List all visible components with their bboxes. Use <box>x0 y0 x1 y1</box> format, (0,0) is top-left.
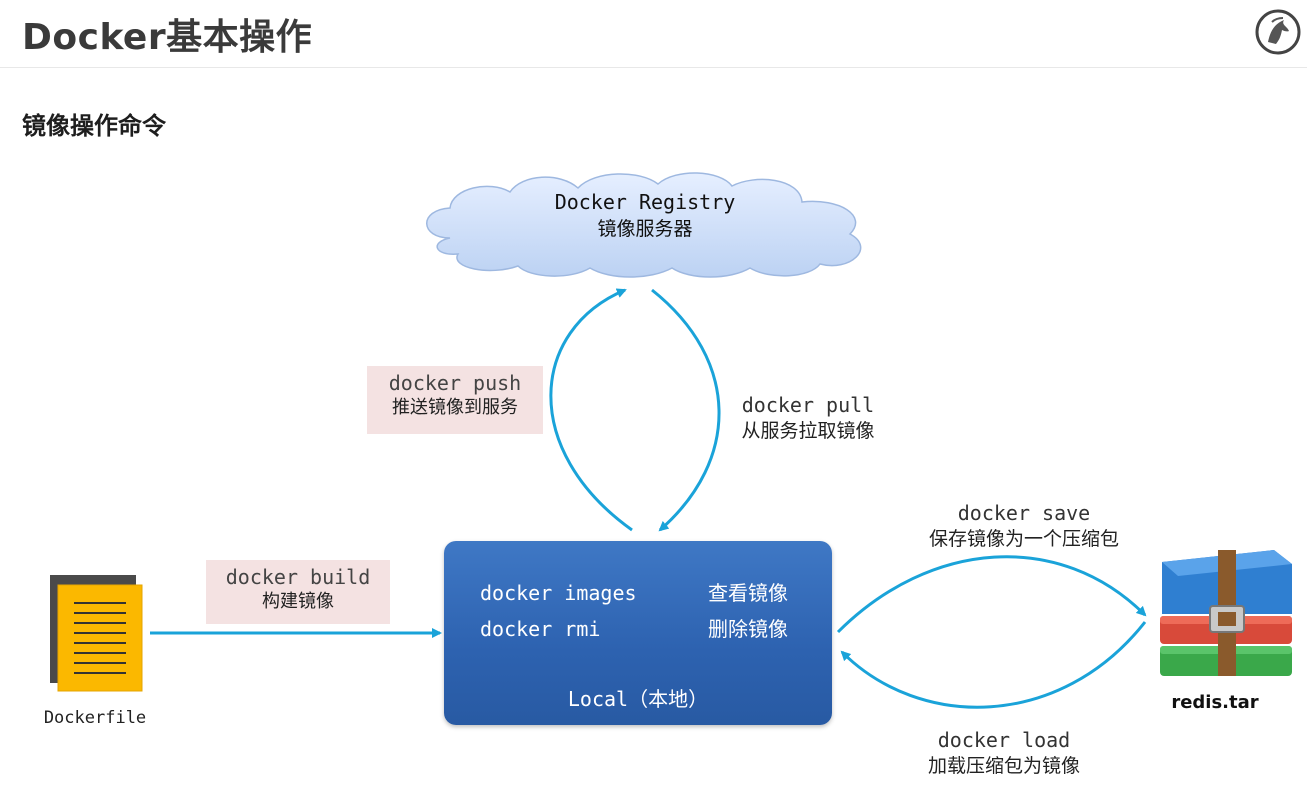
pull-cmd: docker pull <box>741 393 875 417</box>
registry-name: Docker Registry <box>554 190 736 214</box>
registry-desc: 镜像服务器 <box>597 218 693 240</box>
load-arrow <box>840 621 1147 709</box>
build-label: docker build 构建镜像 <box>206 560 390 624</box>
push-cmd: docker push <box>388 371 522 395</box>
rmi-desc: 删除镜像 <box>708 617 788 641</box>
document-file-icon <box>50 575 143 692</box>
rmi-cmd: docker rmi <box>480 617 601 641</box>
build-cmd: docker build <box>225 565 371 589</box>
save-label: docker save 保存镜像为一个压缩包 <box>908 500 1140 552</box>
save-desc: 保存镜像为一个压缩包 <box>928 528 1119 550</box>
pull-arrow <box>651 288 721 532</box>
load-label: docker load 加载压缩包为镜像 <box>904 727 1104 779</box>
pull-desc: 从服务拉取镜像 <box>741 420 875 442</box>
pull-label: docker pull 从服务拉取镜像 <box>728 392 888 444</box>
load-desc: 加载压缩包为镜像 <box>927 755 1080 777</box>
compressed-archive-icon <box>1160 550 1292 676</box>
build-desc: 构建镜像 <box>262 591 334 612</box>
archive-caption: redis.tar <box>1171 692 1259 713</box>
images-desc: 查看镜像 <box>708 581 788 605</box>
local-box: docker images 查看镜像 docker rmi 删除镜像 Local… <box>444 541 832 725</box>
page-title: Docker基本操作 <box>22 17 313 58</box>
registry-label: Docker Registry 镜像服务器 <box>410 188 880 242</box>
local-label: Local（本地） <box>567 687 709 711</box>
header-divider <box>0 67 1307 68</box>
horse-head-logo-icon <box>1255 9 1301 55</box>
registry-cloud <box>426 172 862 278</box>
save-cmd: docker save <box>957 501 1091 525</box>
save-arrow <box>836 555 1147 634</box>
images-cmd: docker images <box>480 581 637 605</box>
push-label: docker push 推送镜像到服务 <box>367 366 543 434</box>
dockerfile-caption: Dockerfile <box>43 708 147 728</box>
push-desc: 推送镜像到服务 <box>392 397 518 418</box>
push-arrow <box>549 288 633 532</box>
load-cmd: docker load <box>937 728 1071 752</box>
section-subtitle: 镜像操作命令 <box>22 112 166 140</box>
